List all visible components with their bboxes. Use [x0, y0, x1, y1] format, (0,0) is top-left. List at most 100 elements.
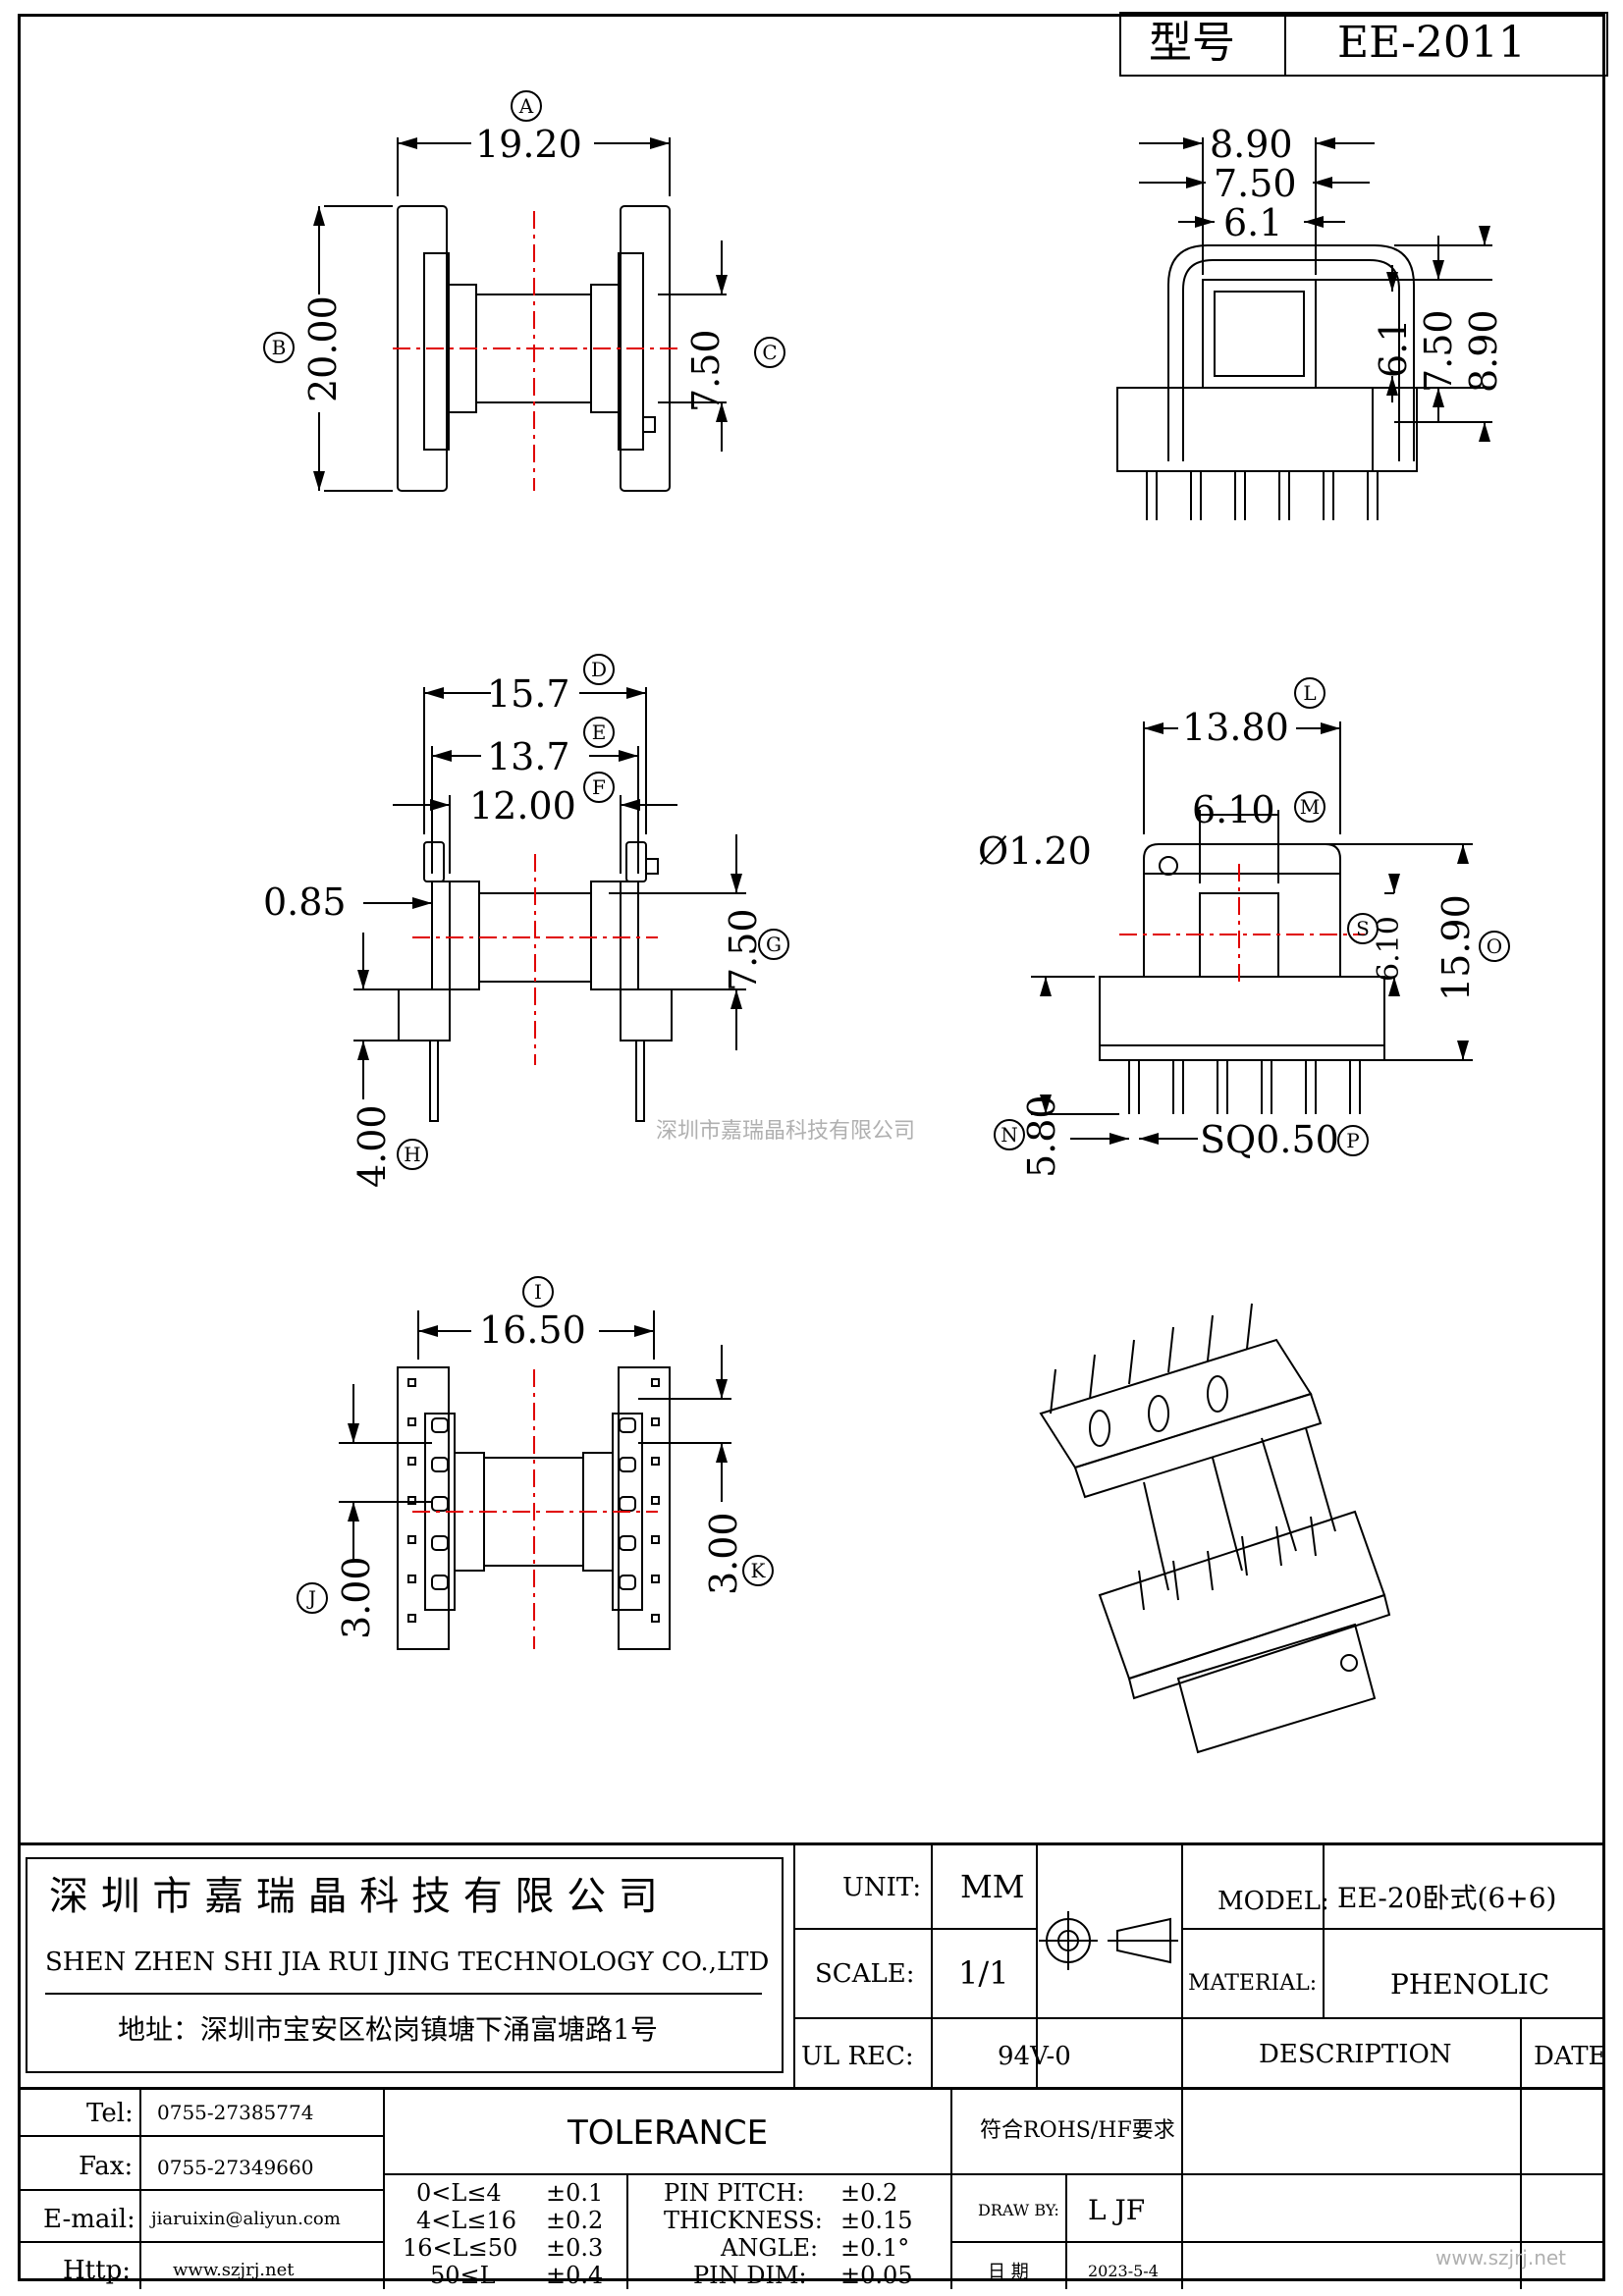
- dim-E-value: 13.7: [487, 735, 570, 778]
- company-divider: [45, 1993, 762, 1995]
- dim-M-value: 6.10: [1192, 788, 1275, 831]
- tol-other-value-0: ±0.2: [840, 2179, 898, 2207]
- http-value: www.szjrj.net: [173, 2260, 295, 2280]
- spec-h4: [18, 2087, 1605, 2090]
- spec-v2: [931, 1842, 933, 2088]
- scale-value: 1/1: [958, 1954, 1009, 1992]
- tol-h1: [383, 2173, 950, 2175]
- dim-N-value: 5.80: [1020, 1095, 1063, 1178]
- dim-A-value: 19.20: [475, 123, 582, 166]
- fax-label: Fax:: [79, 2152, 134, 2181]
- model-label: MODEL:: [1217, 1887, 1329, 1916]
- side-h3: 8.90: [1462, 309, 1505, 393]
- dim-P-letter: P: [1337, 1125, 1369, 1156]
- tol-other-label-3: PIN DIM:: [693, 2262, 807, 2289]
- material-label: MATERIAL:: [1188, 1971, 1318, 1996]
- spec-v6: [1520, 2017, 1522, 2289]
- dim-G-value: 7.50: [722, 908, 765, 991]
- date-value: 2023-5-4: [1088, 2262, 1159, 2280]
- dim-O-value: 15.90: [1434, 894, 1478, 1001]
- tol-other-value-3: ±0.05: [840, 2262, 913, 2289]
- end-view: [1031, 721, 1473, 1145]
- dim-K-value: 3.00: [702, 1512, 745, 1595]
- tol-value-0: ±0.1: [546, 2179, 604, 2207]
- side-w3: 6.1: [1223, 201, 1283, 244]
- type-divider: [1284, 12, 1286, 77]
- type-box: [1119, 12, 1608, 77]
- email-label: E-mail:: [43, 2205, 135, 2234]
- ul-value: 94V-0: [998, 2042, 1071, 2071]
- spec-v1: [793, 1842, 795, 2088]
- fax-value: 0755-27349660: [157, 2156, 314, 2179]
- thin-flange: 0.85: [263, 881, 347, 924]
- dim-B-value: 20.00: [301, 295, 345, 402]
- contact-h2: [18, 2189, 383, 2191]
- dim-B-letter: B: [263, 332, 295, 363]
- dim-S-value: 6.10: [1372, 916, 1406, 982]
- draw-by-label: DRAW BY:: [978, 2201, 1059, 2219]
- tol-v2: [950, 2088, 952, 2289]
- email-value: jiaruixin@aliyun.com: [151, 2209, 341, 2229]
- top-view: [313, 137, 728, 492]
- tol-other-value-1: ±0.15: [840, 2207, 913, 2234]
- contact-v1: [139, 2088, 141, 2289]
- watermark: 深圳市嘉瑞晶科技有限公司: [656, 1119, 916, 1144]
- type-value: EE-2011: [1337, 18, 1526, 68]
- ul-label: UL REC:: [801, 2042, 914, 2071]
- dim-C-letter: C: [754, 337, 785, 368]
- tol-other-value-2: ±0.1°: [840, 2234, 910, 2262]
- type-label: 型号: [1149, 18, 1235, 68]
- dim-P-value: SQ0.50: [1200, 1118, 1339, 1161]
- side-h2: 7.50: [1417, 309, 1460, 393]
- material-value: PHENOLIC: [1390, 1968, 1550, 2001]
- date-cn-label: 日 期: [988, 2262, 1029, 2282]
- side-w2: 7.50: [1214, 162, 1297, 205]
- dim-J-letter: J: [297, 1582, 328, 1614]
- dim-O-letter: O: [1479, 931, 1510, 962]
- tol-value-2: ±0.3: [546, 2234, 604, 2262]
- front-view: [353, 687, 746, 1122]
- dim-I-letter: I: [522, 1276, 554, 1308]
- tol-range-3: 50≤L: [430, 2262, 496, 2289]
- tol-other-label-2: ANGLE:: [721, 2234, 819, 2262]
- dim-H-letter: H: [397, 1139, 428, 1170]
- tol-value-1: ±0.2: [546, 2207, 604, 2234]
- dim-G-letter: G: [758, 929, 789, 960]
- dim-L-letter: L: [1294, 677, 1325, 709]
- http-label: Http:: [63, 2256, 131, 2285]
- dim-L-value: 13.80: [1182, 706, 1289, 749]
- tol-range-1: 4<L≤16: [416, 2207, 516, 2234]
- dim-N-letter: N: [994, 1119, 1025, 1150]
- footer-url: www.szjrj.net: [1435, 2246, 1567, 2269]
- company-box: [26, 1857, 784, 2073]
- tol-v3: [1065, 2173, 1067, 2289]
- side-view: [1116, 137, 1492, 520]
- tol-value-3: ±0.4: [546, 2262, 604, 2289]
- dim-F-value: 12.00: [469, 784, 576, 828]
- draw-by-value: L JF: [1088, 2194, 1146, 2226]
- center-lines: [393, 211, 1365, 1649]
- tol-other-label-0: PIN PITCH:: [664, 2179, 805, 2207]
- contact-v2: [383, 2088, 385, 2289]
- contact-h3: [18, 2241, 383, 2243]
- dim-E-letter: E: [583, 717, 615, 748]
- company-name-en: SHEN ZHEN SHI JIA RUI JING TECHNOLOGY CO…: [45, 1948, 770, 1977]
- dim-D-letter: D: [583, 654, 615, 685]
- title-block-top-line: [18, 1842, 1605, 1845]
- dim-I-value: 16.50: [479, 1308, 586, 1352]
- dim-J-value: 3.00: [335, 1556, 378, 1639]
- spec-h1: [793, 1928, 1036, 1930]
- dim-C-value: 7.50: [684, 329, 728, 412]
- spec-v5: [1323, 1842, 1325, 2019]
- dim-S-letter: S: [1347, 913, 1379, 944]
- isometric-view: [1039, 1303, 1391, 1754]
- tel-value: 0755-27385774: [157, 2101, 314, 2124]
- dim-D-value: 15.7: [487, 672, 570, 716]
- scale-label: SCALE:: [815, 1959, 915, 1989]
- drawing-frame: [18, 14, 1605, 2281]
- company-name-cn: 深 圳 市 嘉 瑞 晶 科 技 有 限 公 司: [49, 1874, 658, 1919]
- side-w1: 8.90: [1210, 123, 1293, 166]
- spec-h3: [793, 2017, 1605, 2019]
- rohs-note: 符合ROHS/HF要求: [980, 2118, 1175, 2143]
